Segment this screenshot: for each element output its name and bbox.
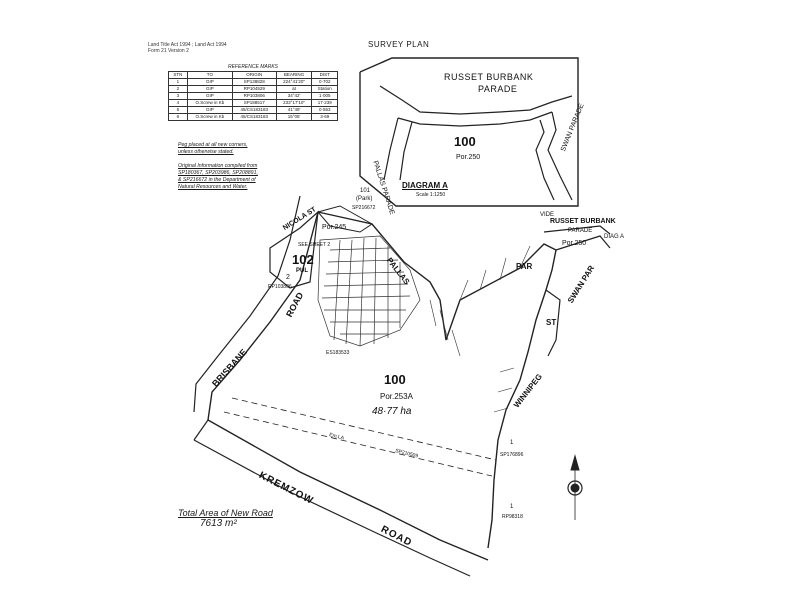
header-text: Land Title Act 1994 ; Land Act 1994 Form… [148, 42, 227, 54]
cell: 15°05' [275, 113, 313, 121]
winnipeg-st-edge [545, 289, 561, 357]
reference-marks-table: REFERENCE MARKS STN TO ORIGIN BEARING DI… [168, 64, 338, 121]
por-253a: Por.253A [380, 392, 413, 401]
sp176896-ref: SP176896 [500, 452, 524, 458]
see-sheet: SEE SHEET 2 [298, 242, 331, 248]
es-ref: ES183533 [326, 350, 350, 356]
swan-par-edge [555, 235, 611, 251]
lot-102: 102 [292, 252, 314, 267]
diagram-scale: Scale 1:1250 [416, 192, 446, 198]
note-line: unless otherwise stated. [178, 149, 234, 155]
diagram-a-right-road [547, 111, 573, 201]
note-line: Natural Resources and Water. [178, 184, 248, 190]
lot-1a: 1 [510, 440, 514, 446]
plan-notes: Peg placed at all new corners, unless ot… [178, 142, 318, 191]
reference-marks-title: REFERENCE MARKS [227, 64, 278, 70]
survey-plan-title: SURVEY PLAN [368, 40, 430, 49]
par-label: PAR [516, 262, 533, 271]
lot-2-ref: RP103806 [268, 284, 292, 290]
note-line: Peg placed at all new corners, [178, 142, 248, 148]
note-line: & SP216672 in the Department of [178, 177, 256, 183]
russet-burbank-road [543, 225, 611, 235]
easement-line [231, 397, 497, 461]
park-label: (Park) [356, 196, 373, 202]
st-label: ST [546, 318, 557, 327]
brisbane-road-west [193, 195, 301, 413]
por-245: Por.245 [322, 224, 347, 231]
table-row: 6 O.Screw in Kb 45/CS183183 15°05' 3·69 [168, 113, 338, 121]
park-lot: 101 [360, 188, 371, 194]
diagram-a-frame [359, 57, 579, 207]
lot-100-boundary [317, 211, 557, 549]
lot-102-boundary [269, 210, 319, 289]
vide-label: VIDE [540, 212, 555, 218]
diagram-road-top: RUSSET BURBANK [444, 72, 534, 82]
easement-line-2 [223, 411, 493, 477]
lot-102-pul: PUL [296, 268, 308, 274]
table-row: 3 GIP RP103806 34°42' 1·005 [168, 92, 338, 100]
diagram-a-left-road-2 [399, 121, 413, 181]
russet-label: RUSSET BURBANK [550, 218, 616, 225]
kremzow-road-south [193, 439, 471, 577]
rp98318-ref: RP98318 [502, 514, 523, 520]
brisbane-road-east [207, 211, 319, 421]
cell: 3·69 [311, 113, 338, 121]
diagram-road-top2: PARADE [478, 84, 518, 94]
lot-1b: 1 [510, 504, 514, 510]
total-label: Total Area of New Road [178, 508, 273, 518]
diagram-a-left-road [383, 117, 399, 181]
table-row: 4 O.Screw in Kb SP188517 233°17'10" 17·2… [168, 99, 338, 107]
diagram-portion: Por.250 [456, 154, 481, 161]
north-arrow-icon [567, 454, 583, 520]
por-250: Por.250 [562, 240, 587, 247]
header-line2: Form 21 Version 2 [148, 48, 189, 54]
parade-label: PARADE [568, 228, 593, 234]
lot-area: 48·77 ha [372, 406, 412, 417]
lot-101-boundary [317, 205, 373, 233]
south-lot-line [193, 419, 209, 441]
bearing-ticks [429, 245, 531, 413]
header-line1: Land Title Act 1994 ; Land Act 1994 [148, 42, 227, 48]
note-line: SP180367, SP203986, SP208891, [178, 170, 258, 176]
cell: O.Screw in Kb [186, 113, 234, 121]
lot-100: 100 [384, 372, 406, 387]
subdivision-cluster [317, 235, 421, 347]
diagram-a-right-road-2 [535, 119, 555, 201]
note-line: Original Information compiled from [178, 163, 258, 169]
diagram-a-road-top-2 [397, 111, 553, 127]
park-ref: SP216672 [352, 205, 376, 211]
diag-a-ref: DIAG A [604, 234, 625, 240]
total-new-road-area: Total Area of New Road 7613 m² [178, 508, 273, 529]
total-value: 7613 m² [200, 518, 237, 529]
kremzow-road-north [207, 419, 489, 561]
diagram-a-road-top [379, 85, 573, 115]
diagram-title: DIAGRAM A [402, 181, 448, 190]
lot-2: 2 [286, 274, 290, 281]
diagram-lot: 100 [454, 134, 476, 149]
